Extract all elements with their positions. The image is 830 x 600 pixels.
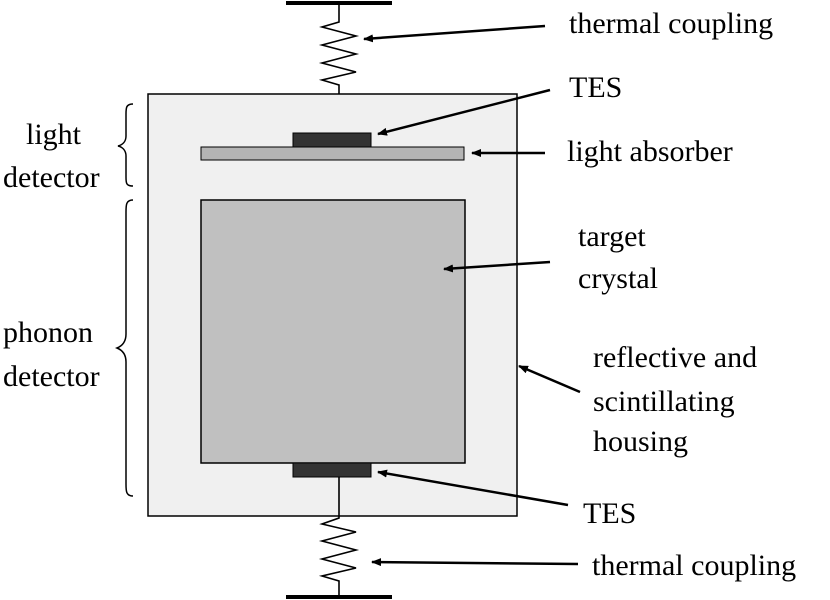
- label-light-detector-line2: detector: [3, 161, 100, 194]
- top-thermal-spring: [318, 3, 360, 133]
- arrow-target-crystal: [443, 260, 551, 273]
- bottom-thermal-spring: [318, 477, 360, 596]
- phonon-detector-brace: [114, 199, 134, 497]
- label-housing-line2: scintillating: [593, 385, 735, 418]
- label-light-absorber: light absorber: [567, 135, 733, 168]
- label-thermal-coupling-top: thermal coupling: [569, 7, 773, 40]
- label-housing-line3: housing: [593, 425, 688, 458]
- label-light-detector-line1: light: [26, 118, 82, 151]
- tes-bottom: [292, 462, 372, 478]
- light-detector-brace: [117, 103, 134, 187]
- arrow-thermal-coupling-top: [363, 24, 546, 43]
- target-crystal: [200, 199, 466, 464]
- label-target-crystal-line2: crystal: [578, 262, 658, 295]
- arrow-thermal-coupling-bottom: [371, 558, 579, 567]
- light-absorber: [200, 146, 465, 161]
- label-target-crystal-line1: target: [578, 220, 646, 253]
- tes-top: [292, 132, 372, 148]
- label-thermal-coupling-bottom: thermal coupling: [592, 549, 796, 582]
- label-phonon-detector-line2: detector: [3, 360, 100, 393]
- arrow-tes-bottom: [377, 469, 569, 507]
- arrow-tes-top: [377, 88, 551, 136]
- label-tes-bottom: TES: [583, 497, 636, 530]
- label-phonon-detector-line1: phonon: [3, 316, 93, 349]
- arrow-housing: [518, 364, 581, 394]
- label-tes-top: TES: [569, 71, 622, 104]
- label-housing-line1: reflective and: [593, 341, 757, 374]
